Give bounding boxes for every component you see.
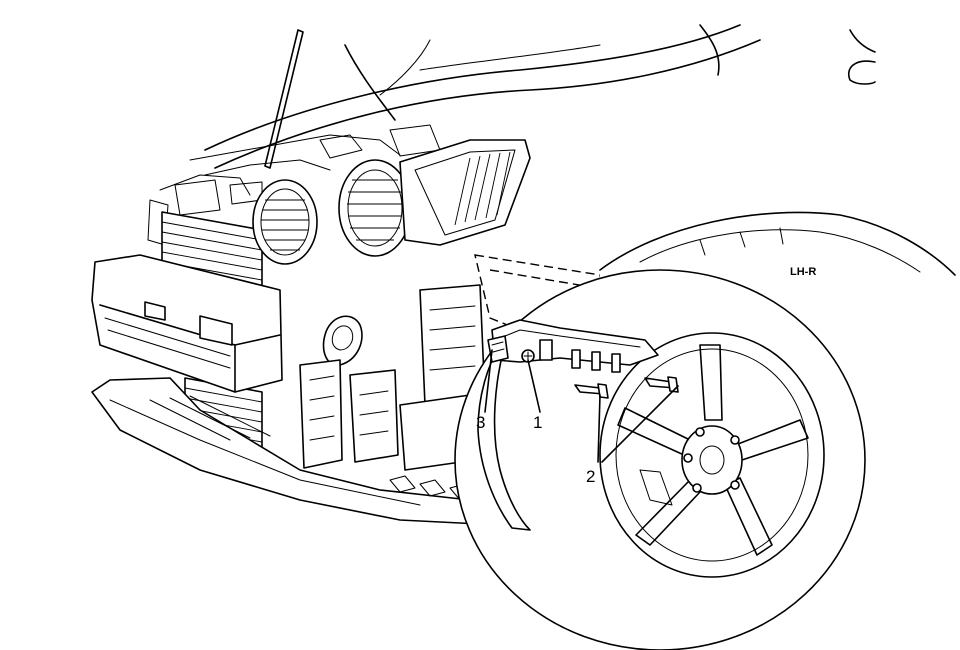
horn <box>322 315 363 367</box>
fender-edge <box>477 344 531 531</box>
front-wheel <box>454 269 866 650</box>
callouts: 3 1 2 <box>476 413 595 486</box>
leader-1 <box>527 359 541 413</box>
air-duct-rings <box>252 159 412 265</box>
frame-rail <box>299 284 486 471</box>
leader-lines <box>484 349 679 463</box>
liner-marking: LH-R <box>790 266 816 278</box>
fascia-side-bracket <box>487 319 659 373</box>
hood-prop-rod <box>264 29 304 169</box>
hood <box>204 24 876 169</box>
bumper-beam <box>91 254 283 393</box>
leader-2b <box>601 385 679 463</box>
headlamp-assembly <box>399 139 531 246</box>
callout-1: 1 <box>533 413 542 432</box>
leader-2a <box>597 394 601 463</box>
callout-2: 2 <box>586 467 595 486</box>
callout-3: 3 <box>476 413 485 432</box>
leader-3 <box>484 349 493 413</box>
